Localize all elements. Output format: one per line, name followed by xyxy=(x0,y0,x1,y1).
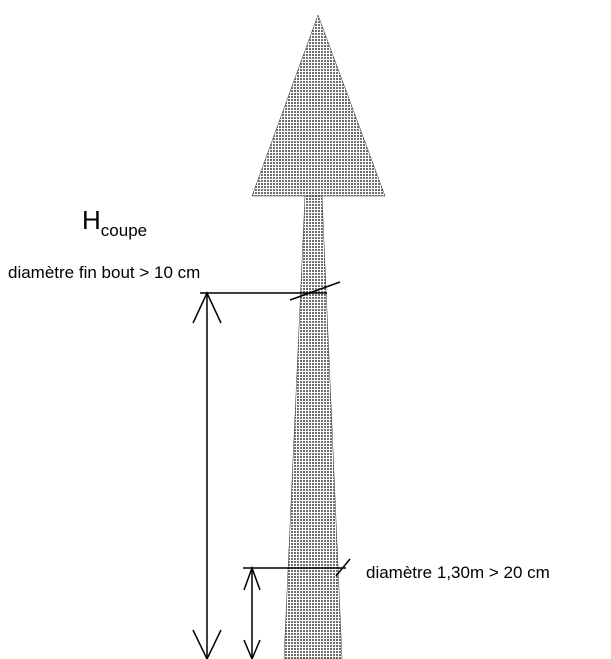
top-cut-line xyxy=(289,281,341,301)
breast-diameter-label: diamètre 1,30m > 20 cm xyxy=(366,563,550,582)
tree-trunk xyxy=(283,195,343,659)
breast-cut-line xyxy=(335,558,351,577)
top-diameter-label: diamètre fin bout > 10 cm xyxy=(8,263,201,282)
height-label-main: H xyxy=(82,205,101,235)
height-label-subscript: coupe xyxy=(100,221,148,240)
height-label: Hcoupe xyxy=(82,205,147,246)
height-dimension-arrow xyxy=(192,291,222,659)
breast-dimension-arrow xyxy=(243,565,261,659)
tree-crown xyxy=(251,14,386,197)
